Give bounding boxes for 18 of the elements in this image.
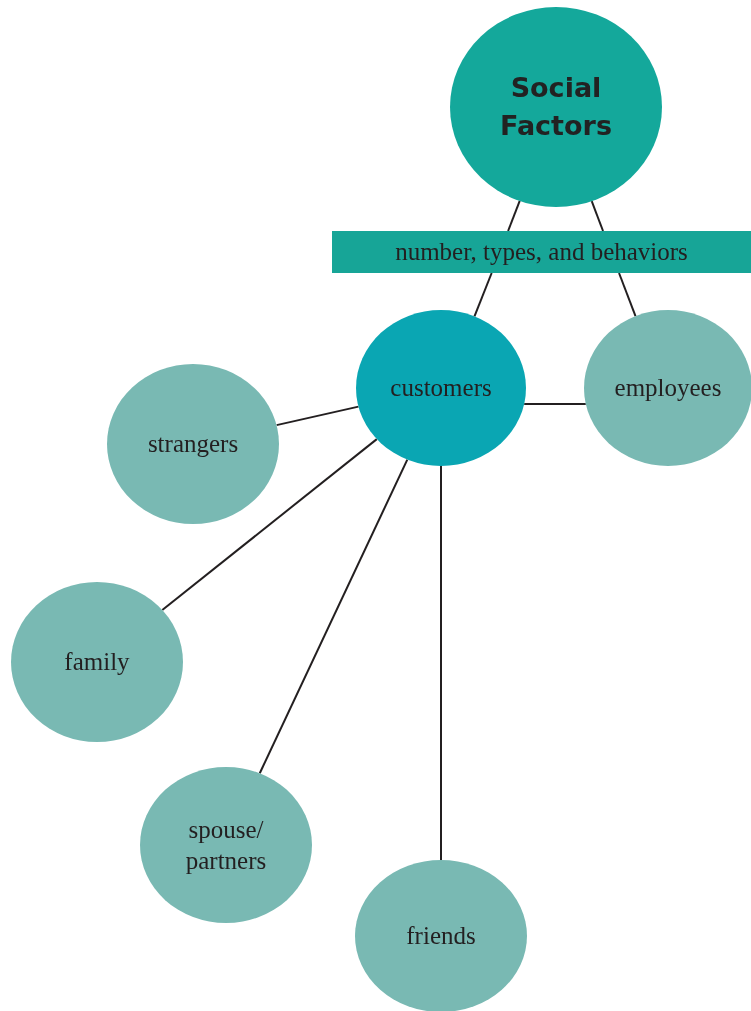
label-band: [332, 231, 751, 273]
connector-line: [440, 465, 442, 861]
connector-line: [590, 200, 605, 232]
connector-line: [618, 272, 637, 318]
node-label: strangers: [147, 429, 239, 460]
node-label: Social Factors: [499, 71, 613, 143]
connector-line: [258, 458, 409, 775]
node-label: employees: [614, 373, 722, 404]
connector-line: [275, 405, 360, 427]
connector-line: [473, 272, 493, 318]
connector-line: [507, 199, 521, 232]
node-label: family: [64, 647, 130, 678]
node-label: friends: [406, 921, 476, 952]
node-label: number, types, and behaviors: [395, 237, 688, 268]
connector-line: [161, 438, 378, 611]
node-label: customers: [390, 373, 492, 404]
node-label: spouse/ partners: [184, 814, 268, 876]
connector-line: [523, 403, 587, 405]
